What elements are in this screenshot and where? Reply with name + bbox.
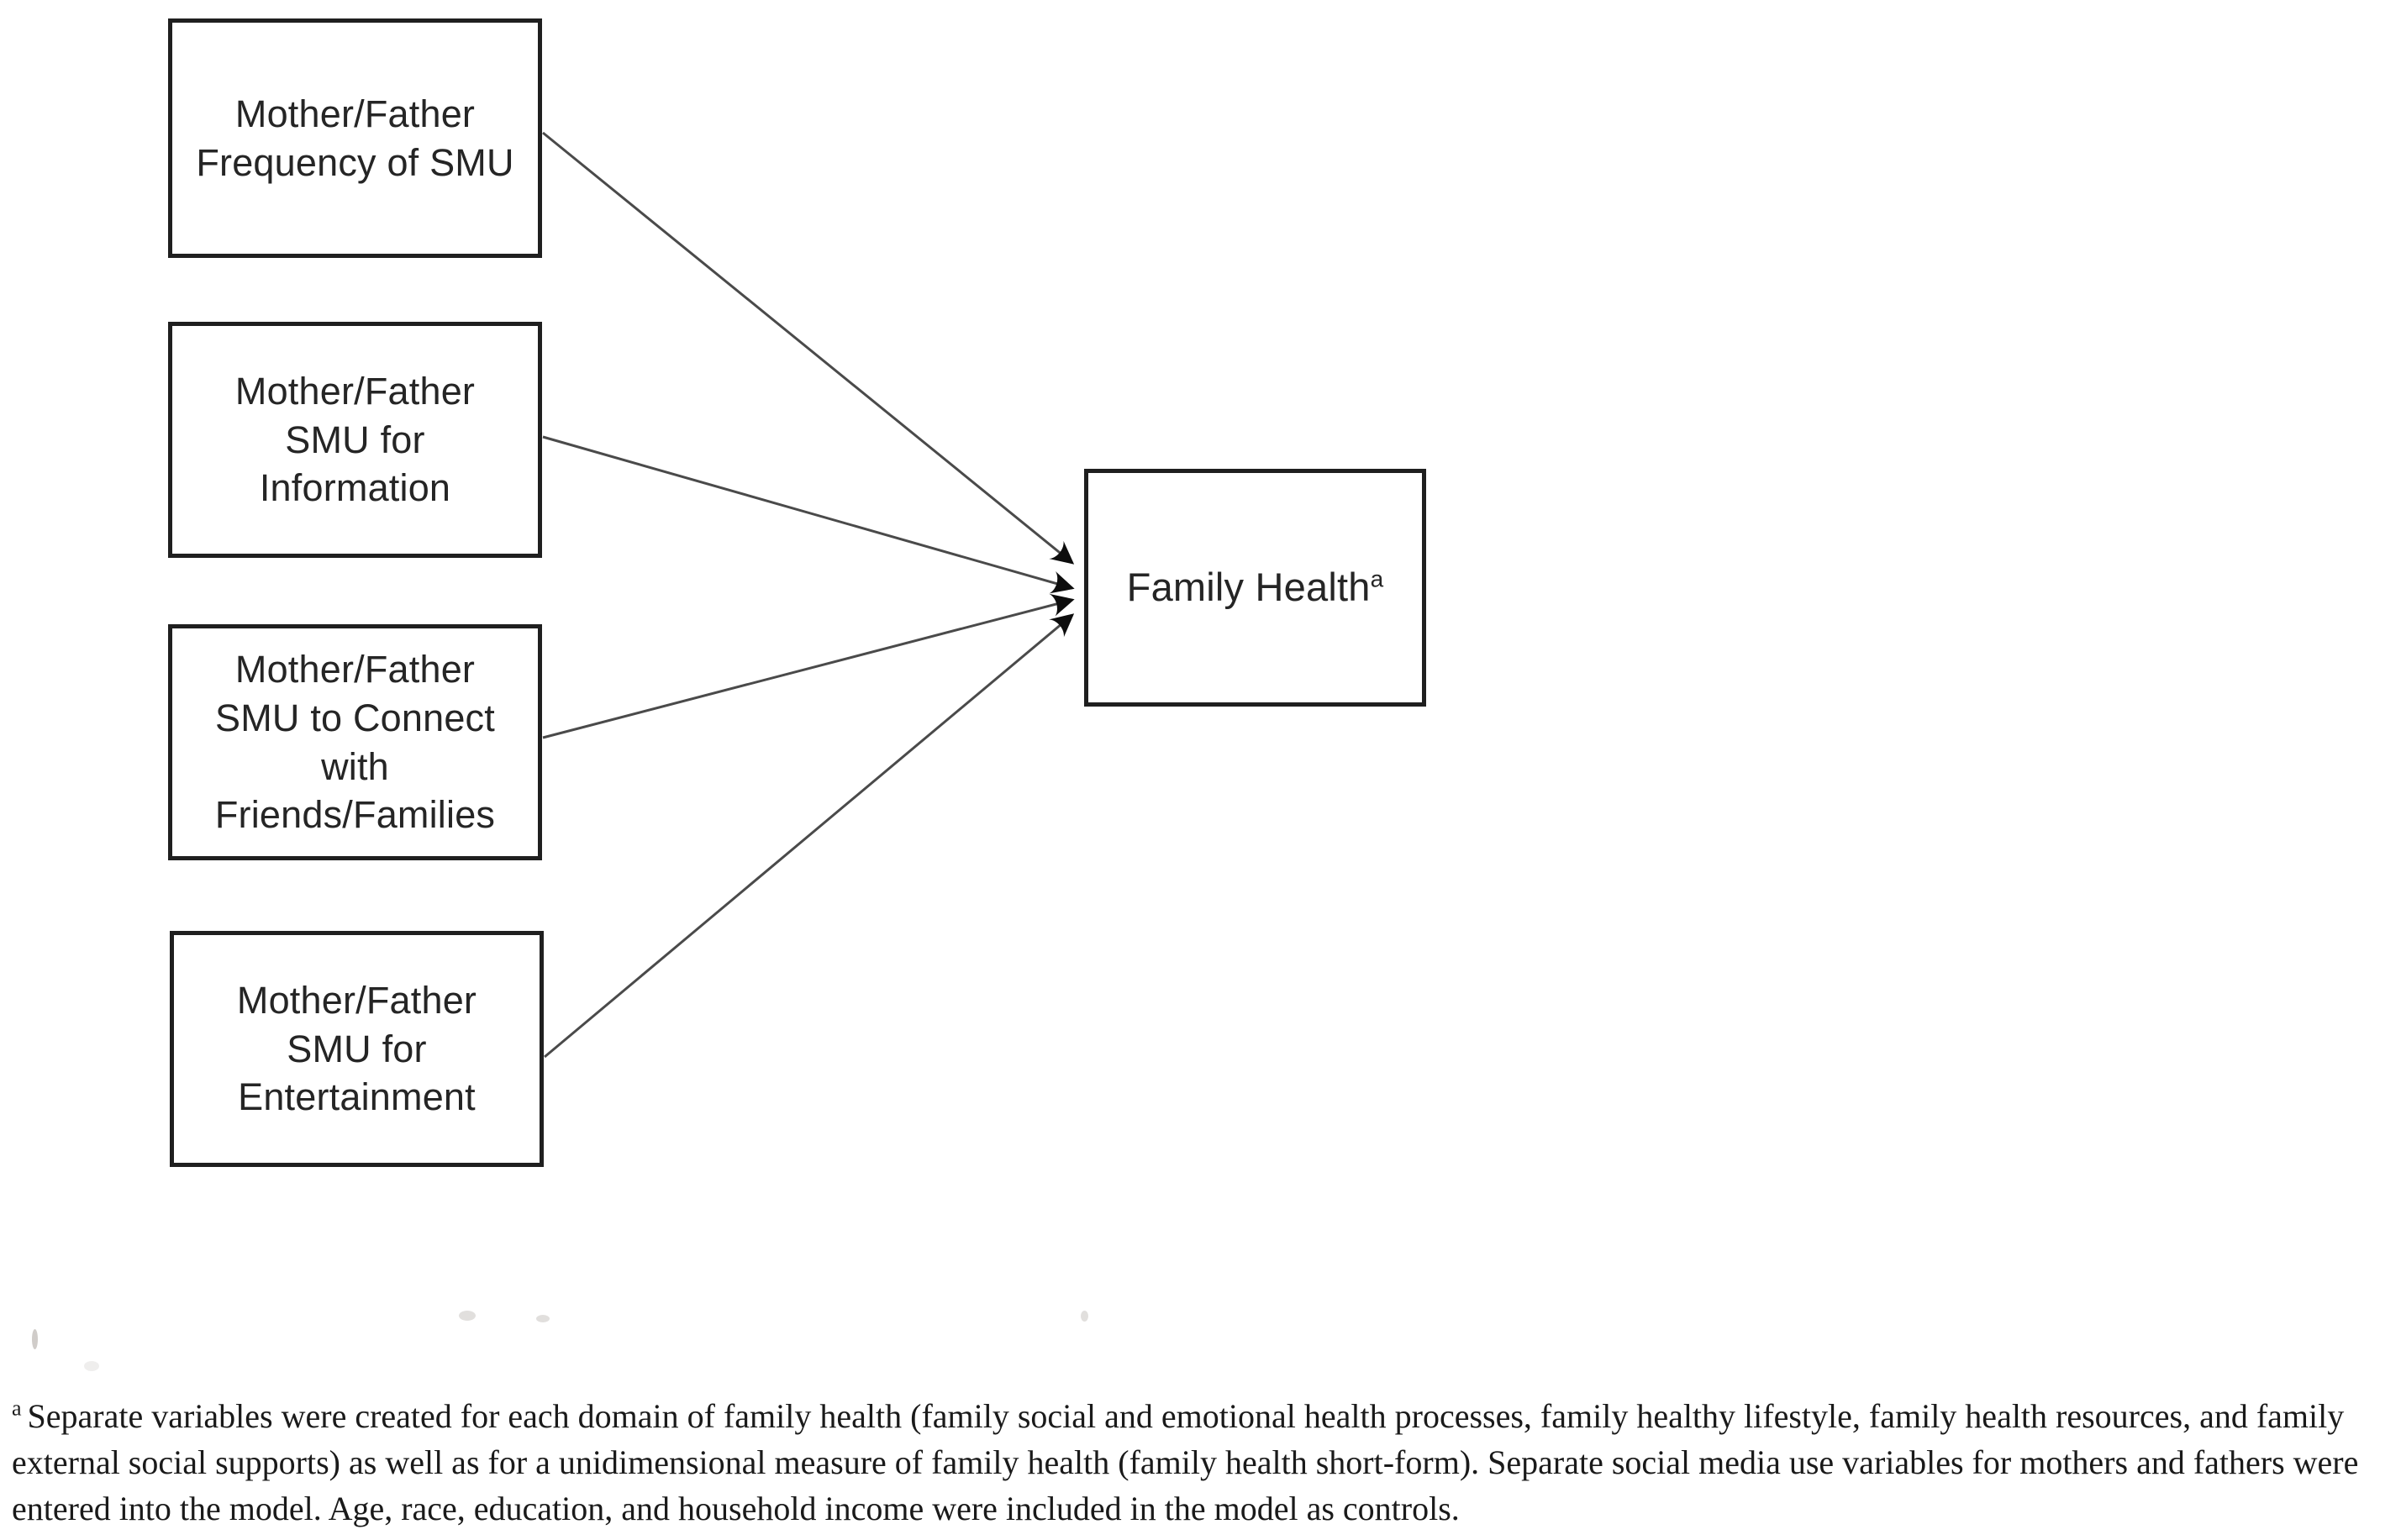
box-label: Mother/Father SMU to Connect with Friend… — [214, 648, 496, 837]
arrow-connect-to-family-health — [542, 593, 1075, 739]
footnote-text: Separate variables were created for each… — [12, 1397, 2359, 1528]
box-family-health: Family Healtha — [1084, 469, 1426, 707]
arrow-entertainment-to-family-health — [544, 613, 1075, 1059]
box-mother-father-frequency-of-smu: Mother/Father Frequency of SMU — [168, 18, 542, 258]
arrow-frequency-to-family-health — [542, 131, 1075, 565]
outcome-label-text: Family Health — [1126, 565, 1371, 610]
artifact-smudge — [84, 1361, 99, 1371]
artifact-smudge — [1081, 1311, 1088, 1322]
box-label: Mother/Father Frequency of SMU — [196, 92, 514, 184]
box-mother-father-smu-for-entertainment: Mother/Father SMU for Entertainment — [170, 931, 544, 1167]
box-label: Mother/Father SMU for Entertainment — [236, 979, 477, 1119]
artifact-smudge — [536, 1315, 550, 1322]
arrow-information-to-family-health — [542, 435, 1075, 594]
outcome-superscript: a — [1370, 565, 1384, 592]
box-mother-father-smu-for-information: Mother/Father SMU for Information — [168, 322, 542, 558]
artifact-smudge — [32, 1329, 38, 1349]
box-label: Family Healtha — [1127, 562, 1384, 612]
box-mother-father-smu-to-connect: Mother/Father SMU to Connect with Friend… — [168, 624, 542, 860]
artifact-smudge — [459, 1311, 476, 1321]
footnote-marker: a — [12, 1395, 22, 1421]
box-label: Mother/Father SMU for Information — [234, 370, 476, 510]
